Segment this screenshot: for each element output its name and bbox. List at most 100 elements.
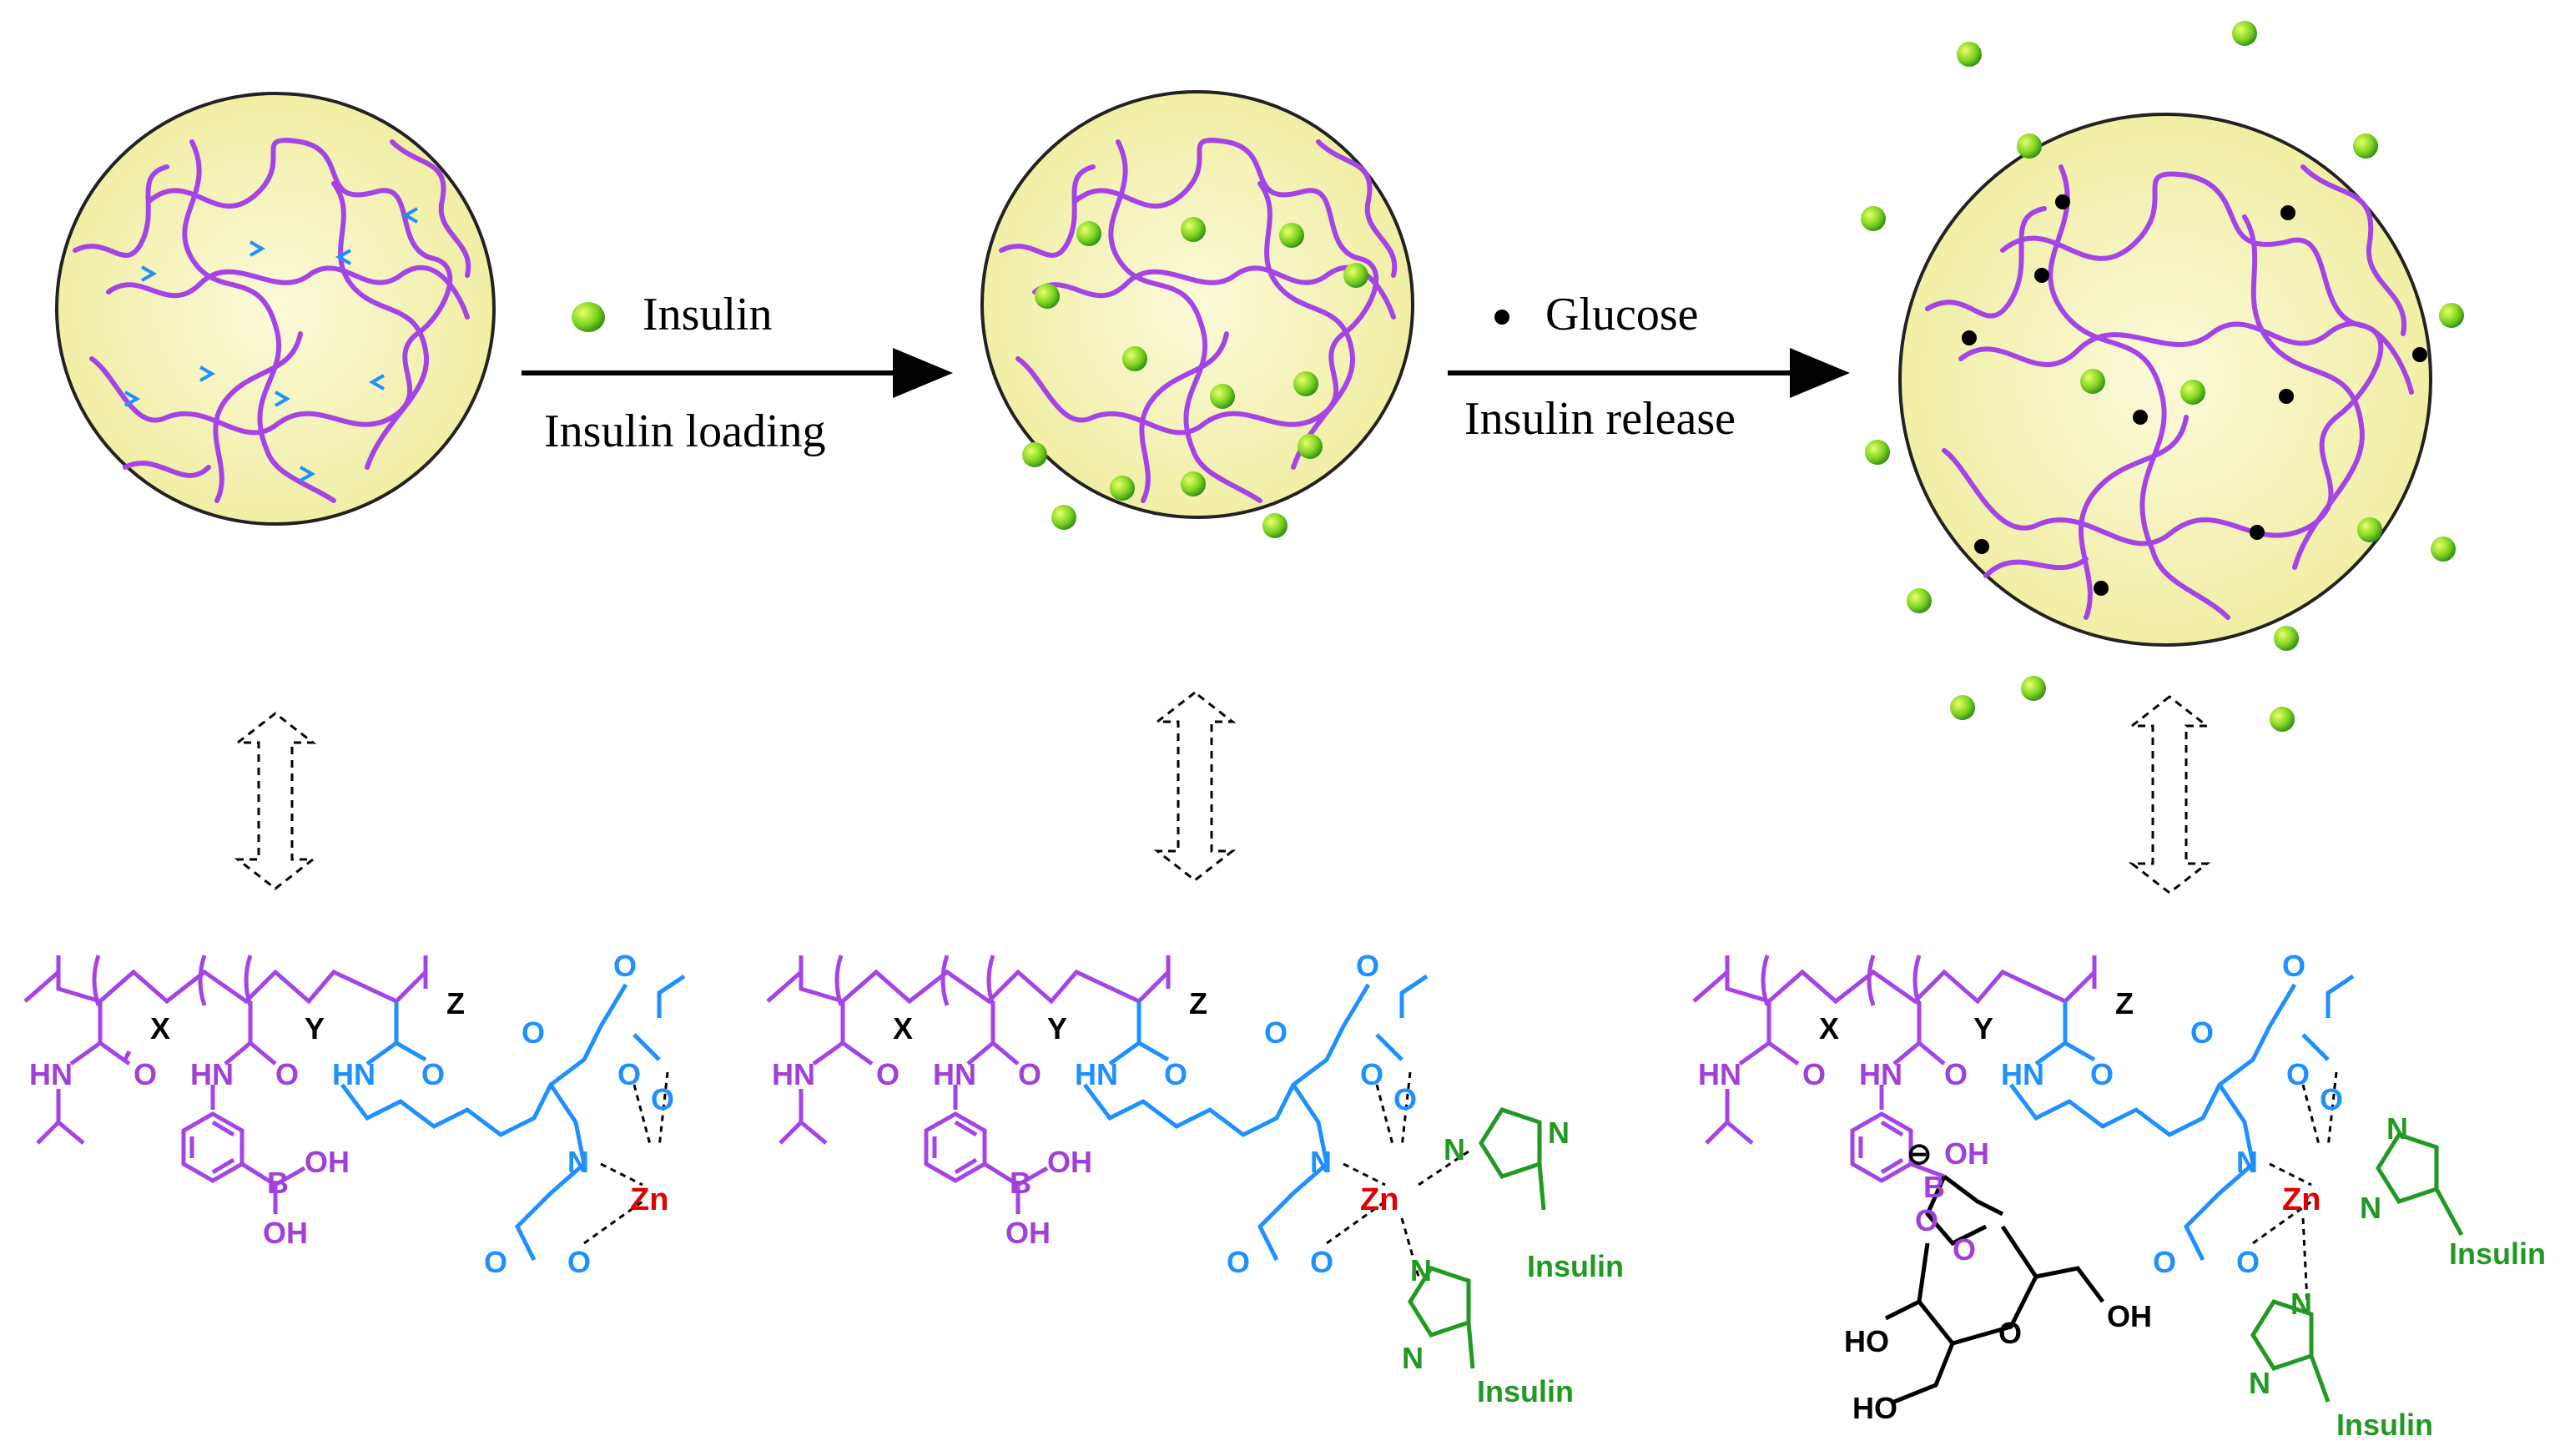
svg-text:OH: OH — [263, 1216, 308, 1250]
svg-text:B: B — [1010, 1166, 1031, 1200]
polymer-network — [73, 138, 471, 503]
svg-text:O: O — [2286, 1057, 2310, 1091]
structure-empty: X Y Z HN O HN O B OH OH HN O O O O O N O… — [23, 949, 686, 1279]
svg-text:HO: HO — [1852, 1391, 1897, 1425]
svg-text:O: O — [2320, 1082, 2343, 1116]
svg-text:O: O — [1998, 1316, 2022, 1350]
svg-text:Z: Z — [446, 986, 465, 1020]
svg-text:N: N — [2360, 1191, 2381, 1225]
svg-text:O: O — [1264, 1015, 1288, 1050]
svg-text:Z: Z — [2115, 986, 2134, 1020]
svg-text:N: N — [2386, 1111, 2408, 1146]
svg-text:X: X — [150, 1011, 170, 1045]
svg-text:O: O — [1356, 949, 1379, 983]
svg-text:N: N — [1548, 1116, 1570, 1150]
svg-text:Y: Y — [305, 1011, 325, 1045]
insulin-release-label: Insulin release — [1464, 393, 1736, 445]
svg-text:OH: OH — [2107, 1299, 2152, 1333]
svg-text:O: O — [1164, 1057, 1187, 1091]
svg-text:O: O — [1944, 1057, 1968, 1091]
boronate-charge: ⊖ — [1907, 1136, 1932, 1171]
svg-text:O: O — [2282, 949, 2305, 983]
svg-text:OH: OH — [305, 1145, 350, 1179]
svg-text:O: O — [1915, 1203, 1938, 1237]
svg-text:X: X — [893, 1011, 913, 1045]
glucose-legend-icon — [1494, 310, 1509, 325]
double-arrow-2 — [1153, 691, 1237, 882]
svg-text:O: O — [1360, 1057, 1383, 1091]
svg-text:O: O — [1393, 1082, 1417, 1116]
svg-text:B: B — [267, 1166, 289, 1200]
double-arrow-3 — [2128, 695, 2211, 894]
svg-text:HN: HN — [933, 1057, 976, 1091]
svg-text:OH: OH — [1944, 1136, 1989, 1171]
svg-text:O: O — [567, 1245, 591, 1279]
particle-empty — [55, 92, 496, 526]
svg-text:HO: HO — [1844, 1324, 1889, 1358]
svg-text:O: O — [134, 1057, 157, 1091]
svg-text:N: N — [2249, 1366, 2270, 1400]
particle-swollen — [1898, 113, 2432, 647]
svg-text:HN: HN — [2001, 1057, 2044, 1091]
loading-arrow: Insulin Insulin loading — [522, 289, 953, 457]
double-arrow-1 — [234, 712, 317, 890]
inner-insulin — [2017, 134, 2382, 542]
insulin-legend-label: Insulin — [642, 289, 773, 340]
svg-text:N: N — [2236, 1145, 2258, 1179]
svg-text:OH: OH — [1047, 1145, 1092, 1179]
structure-loaded: X Y Z HN O HN O B OH OH HN O O O O O N O… — [766, 949, 1624, 1408]
insulin-legend-icon — [572, 302, 605, 332]
svg-text:O: O — [2090, 1057, 2114, 1091]
svg-text:O: O — [2190, 1015, 2214, 1050]
svg-text:O: O — [1018, 1057, 1041, 1091]
svg-text:HN: HN — [772, 1057, 815, 1091]
svg-text:Insulin: Insulin — [2336, 1408, 2433, 1442]
svg-text:O: O — [1227, 1245, 1250, 1279]
svg-text:O: O — [2236, 1245, 2260, 1279]
svg-text:Zn: Zn — [1360, 1182, 1398, 1217]
svg-text:N: N — [2290, 1287, 2312, 1321]
svg-text:O: O — [1802, 1057, 1826, 1091]
svg-text:O: O — [522, 1015, 545, 1050]
svg-text:N: N — [1310, 1145, 1332, 1179]
svg-text:HN: HN — [190, 1057, 234, 1091]
svg-text:X: X — [1819, 1011, 1839, 1045]
svg-text:HN: HN — [1075, 1057, 1118, 1091]
glucose-legend-label: Glucose — [1545, 289, 1699, 340]
svg-text:O: O — [617, 1057, 641, 1091]
svg-text:Insulin: Insulin — [1477, 1374, 1574, 1408]
released-insulin — [1861, 21, 2464, 732]
svg-text:B: B — [1923, 1170, 1945, 1204]
svg-text:O: O — [1953, 1232, 1976, 1267]
zinc-label: Zn — [630, 1182, 668, 1217]
release-arrow: Glucose Insulin release — [1448, 289, 1850, 445]
svg-text:O: O — [484, 1245, 507, 1279]
glucose-molecules — [1962, 194, 2427, 596]
svg-text:N: N — [1444, 1132, 1465, 1166]
svg-text:O: O — [651, 1082, 674, 1116]
svg-text:O: O — [613, 949, 637, 983]
svg-text:HN: HN — [29, 1057, 73, 1091]
svg-text:Zn: Zn — [2282, 1182, 2321, 1217]
svg-text:O: O — [275, 1057, 299, 1091]
svg-text:Insulin: Insulin — [2449, 1237, 2546, 1271]
svg-text:HN: HN — [332, 1057, 375, 1091]
insulin-particles — [1022, 217, 1368, 538]
svg-text:Y: Y — [1047, 1011, 1067, 1045]
particle-loaded — [980, 90, 1414, 538]
svg-text:Z: Z — [1189, 986, 1207, 1020]
svg-text:N: N — [567, 1145, 589, 1179]
svg-text:O: O — [2153, 1245, 2176, 1279]
svg-text:N: N — [1402, 1341, 1424, 1375]
svg-text:OH: OH — [1005, 1216, 1051, 1250]
svg-text:HN: HN — [1698, 1057, 1741, 1091]
svg-text:O: O — [1310, 1245, 1333, 1279]
svg-text:Y: Y — [1973, 1011, 1993, 1045]
svg-text:Insulin: Insulin — [1527, 1249, 1624, 1283]
ligand-marks — [124, 207, 418, 482]
structure-released: X Y Z HN O HN O B OH ⊖ O O OH HO HO O HN… — [1692, 949, 2546, 1442]
svg-text:O: O — [876, 1057, 900, 1091]
svg-text:O: O — [421, 1057, 445, 1091]
svg-text:HN: HN — [1859, 1057, 1902, 1091]
